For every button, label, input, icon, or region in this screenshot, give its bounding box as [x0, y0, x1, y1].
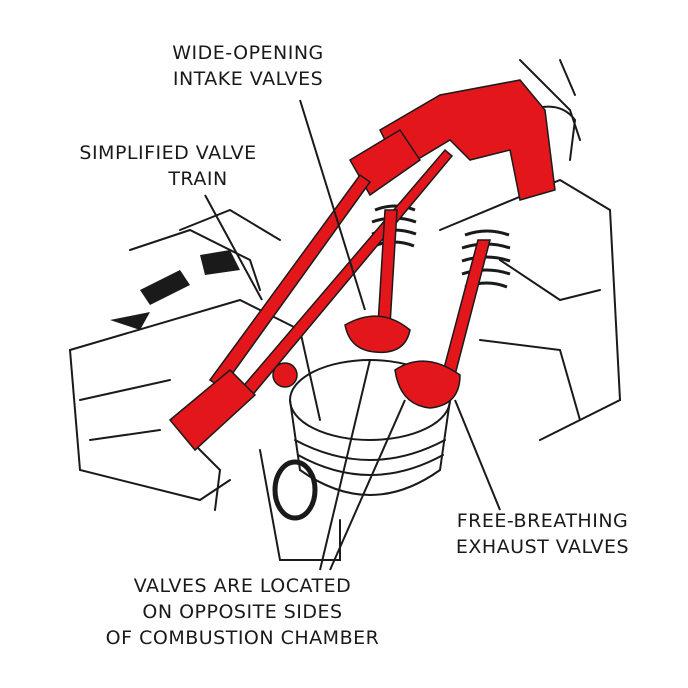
label-line: OF COMBUSTION CHAMBER: [105, 627, 380, 649]
label-line: TRAIN: [168, 168, 228, 190]
intake-valves-label: WIDE-OPENING INTAKE VALVES: [148, 40, 348, 92]
rocker-arm: [379, 79, 556, 201]
label-line: WIDE-OPENING: [172, 42, 324, 64]
leader-lines: [204, 99, 501, 571]
valve-location-label: VALVES ARE LOCATED ON OPPOSITE SIDES OF …: [70, 573, 415, 651]
label-line: INTAKE VALVES: [172, 68, 324, 90]
intake-valve-head: [344, 315, 411, 354]
label-line: EXHAUST VALVES: [455, 536, 630, 558]
red-valve-train: [168, 79, 556, 452]
lifter: [168, 368, 257, 452]
black-block-shading: [110, 250, 240, 330]
exhaust-valve-head: [394, 360, 461, 409]
label-line: VALVES ARE LOCATED: [133, 575, 352, 597]
valve-train-label: SIMPLIFIED VALVE TRAIN: [58, 140, 278, 192]
label-line: FREE-BREATHING: [456, 510, 629, 532]
exhaust-valves-label: FREE-BREATHING EXHAUST VALVES: [440, 508, 645, 560]
label-line: SIMPLIFIED VALVE: [79, 142, 257, 164]
label-line: ON OPPOSITE SIDES: [142, 601, 343, 623]
